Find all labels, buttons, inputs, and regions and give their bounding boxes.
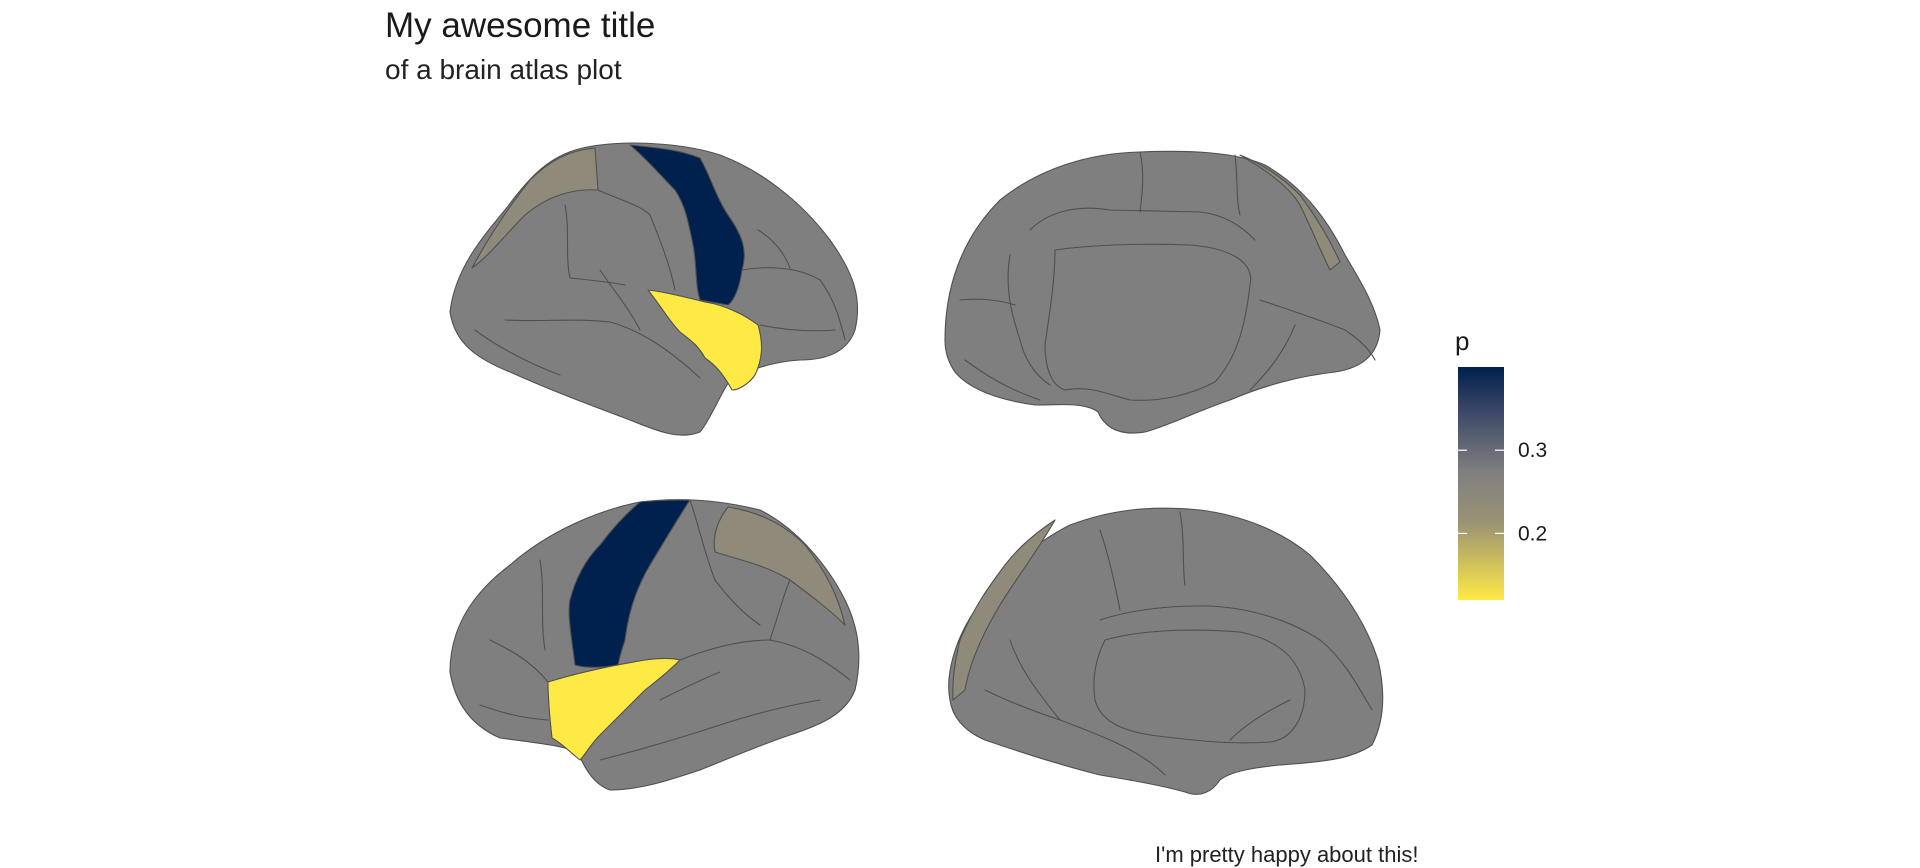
sulcus-line — [759, 324, 836, 332]
sulcus-line — [741, 267, 846, 341]
brain-view-left-medial — [944, 150, 1381, 434]
chart-subtitle: of a brain atlas plot — [385, 54, 622, 85]
sulcus-line — [599, 269, 641, 331]
legend-tick-label: 0.3 — [1518, 439, 1547, 462]
sulcus-line — [1093, 629, 1306, 744]
sulcus-line — [1029, 207, 1256, 241]
chart-title: My awesome title — [385, 6, 656, 45]
sulcus-line — [474, 329, 561, 376]
color-legend: p 0.2 0.3 — [1455, 326, 1547, 600]
legend-title: p — [1455, 326, 1469, 356]
region-cuneus-edge — [1239, 154, 1341, 271]
legend-tick-label: 0.2 — [1518, 522, 1547, 545]
hemisphere-outline — [944, 150, 1381, 434]
sulcus-line — [1009, 639, 1061, 721]
sulcus-line — [597, 189, 676, 291]
region-precentral — [629, 144, 745, 306]
sulcus-line — [1139, 151, 1144, 213]
sulcus-line — [599, 699, 821, 761]
chart-caption: I'm pretty happy about this! — [1155, 842, 1419, 867]
sulcus-line — [1319, 639, 1373, 711]
region-cuneus-edge — [952, 519, 1056, 701]
region-superior-temporal — [547, 657, 681, 761]
sulcus-line — [1259, 299, 1376, 361]
sulcus-line — [959, 298, 1016, 306]
sulcus-line — [1007, 254, 1051, 386]
legend-colorbar — [1458, 367, 1504, 600]
sulcus-line — [539, 559, 546, 651]
sulcus-line — [689, 499, 761, 626]
sulcus-line — [769, 579, 791, 641]
brain-view-left-lateral — [449, 142, 859, 436]
sulcus-line — [984, 689, 1166, 776]
sulcus-line — [1179, 511, 1186, 586]
sulcus-line — [1249, 324, 1296, 391]
sulcus-line — [504, 319, 701, 379]
region-superior-parietal — [713, 506, 846, 626]
sulcus-line — [1099, 529, 1121, 611]
sulcus-line — [964, 359, 1041, 401]
sulcus-line — [1099, 605, 1321, 641]
hemisphere-outline — [948, 507, 1384, 795]
sulcus-line — [757, 229, 791, 269]
legend-ticks: 0.2 0.3 — [1458, 439, 1547, 545]
sulcus-line — [1044, 243, 1252, 401]
region-superior-temporal — [647, 289, 763, 391]
hemisphere-outline — [449, 142, 859, 436]
sulcus-line — [659, 671, 721, 701]
region-superior-parietal — [471, 147, 599, 269]
brain-view-right-medial — [948, 507, 1384, 795]
brain-view-right-lateral — [449, 499, 860, 791]
sulcus-line — [1229, 699, 1291, 741]
sulcus-line — [1234, 154, 1241, 216]
sulcus-line — [479, 704, 549, 721]
sulcus-line — [564, 204, 626, 286]
sulcus-line — [489, 639, 549, 683]
